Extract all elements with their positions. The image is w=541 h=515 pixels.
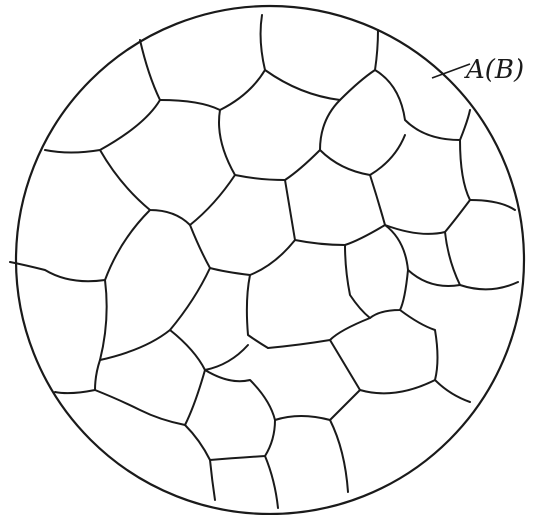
grain-boundary-line [370,225,408,318]
grain-boundary-line [210,460,215,500]
grain-boundary-line [385,140,470,234]
grain-boundary-line [45,40,160,153]
grain-boundary-line [185,420,275,460]
grain-boundary-line [268,245,370,348]
section-label: A(B) [464,55,524,85]
grain-boundary-line [265,456,278,508]
grain-boundary-line [320,100,405,175]
grain-boundary-line [55,280,107,393]
grain-boundary-line [210,180,295,275]
grain-boundary-line [375,70,470,140]
grain-boundary-line [10,210,150,281]
grain-boundary-line [100,150,235,225]
grain-boundary-line [170,330,248,370]
grain-boundary-line [100,225,210,360]
grain-boundary-line [445,232,518,289]
grain-boundary-line [400,310,470,402]
label-leader-line [432,64,470,78]
grain-boundary-line [95,370,205,425]
grain-boundary-line [295,175,385,245]
grain-boundary-line [470,200,515,210]
grain-boundary-line [408,270,460,286]
grain-boundary-line [205,370,360,420]
grain-boundary-line [265,30,378,100]
section-boundary-circle [16,6,524,514]
grain-boundary-line [330,420,348,492]
grain-boundary-line [160,15,265,110]
grain-boundary-line [247,275,268,348]
grain-boundary-line [330,340,435,393]
grain-boundary-line [219,110,320,180]
